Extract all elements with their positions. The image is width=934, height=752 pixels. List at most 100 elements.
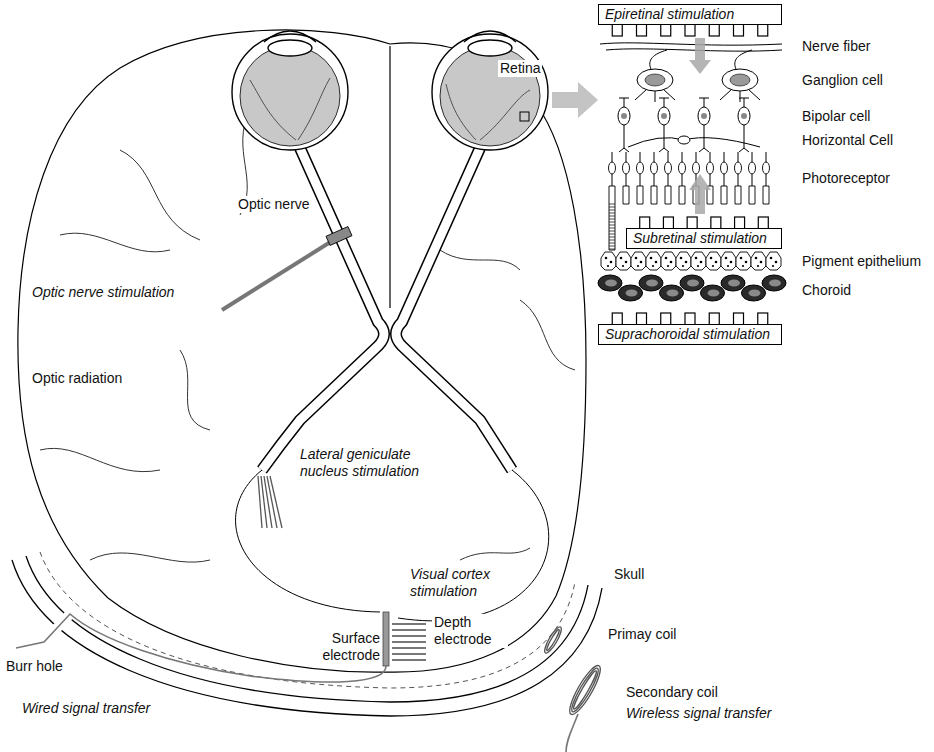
eyeball: [232, 34, 348, 150]
pigment-cell-shape: [755, 257, 758, 260]
depth-electrode: [392, 647, 426, 649]
choroid-vessel: [639, 275, 663, 291]
surface-electrode: [383, 612, 389, 666]
pigment-cell-shape: [601, 252, 616, 270]
photoreceptor-shape: [623, 162, 630, 174]
secondary-coil: [571, 669, 598, 710]
pigment-cell-shape: [685, 261, 688, 264]
part-label: Bipolar cell: [800, 108, 872, 125]
photoreceptor-shape: [637, 186, 643, 204]
part-label: Nerve fiber: [800, 38, 872, 55]
photoreceptor-shape: [707, 152, 714, 204]
bipolar-cell-shape: [698, 98, 710, 152]
electrode-tooth: [734, 24, 744, 36]
eyeball: [464, 31, 516, 42]
photoreceptor-shape: [609, 186, 615, 250]
photoreceptor-shape: [651, 186, 657, 204]
electrode-tooth: [685, 24, 695, 36]
choroid-vessel: [701, 285, 725, 301]
bipolar-cell-shape: [659, 98, 669, 152]
brain-outline: [18, 30, 586, 672]
node-text: Epiretinal stimulation: [605, 6, 775, 23]
ganglion-cell-shape: [720, 50, 760, 102]
pigment-cell-shape: [646, 252, 661, 270]
pigment-cell-shape: [712, 265, 714, 267]
part-label: Optic radiation: [30, 370, 124, 387]
pigment-cell-shape: [730, 261, 733, 264]
eyeball: [468, 40, 512, 56]
eyeball: [268, 40, 312, 56]
pigment-cell-shape: [682, 265, 684, 267]
pigment-cell-shape: [736, 252, 751, 270]
photoreceptor-shape: [651, 162, 658, 174]
bipolar-cell-shape: [741, 113, 747, 119]
brain-sulci: [440, 250, 520, 270]
choroid-vessel: [667, 290, 679, 297]
secondary-coil: [565, 662, 605, 717]
electrode-array: Suprachoroidal stimulation: [598, 324, 782, 345]
electrode-tooth: [637, 24, 647, 36]
photoreceptor-shape: [609, 216, 615, 217]
part-label: Skull: [612, 566, 646, 583]
electrode-array: Subretinal stimulation: [626, 228, 782, 249]
part-label: Photoreceptor: [800, 170, 892, 187]
part-label: Secondary coil: [624, 684, 720, 701]
pigment-cell-shape: [622, 265, 624, 267]
signal-wire: [16, 614, 386, 682]
bipolar-cell-shape: [699, 98, 709, 152]
brain-outline: [18, 30, 586, 672]
brain-sulci: [90, 553, 210, 562]
brain-sulci: [60, 233, 170, 252]
ganglion-cell-shape: [635, 50, 675, 102]
electrode-teeth: [612, 24, 768, 325]
photoreceptor-shape: [609, 204, 615, 205]
pigment-cell-shape: [680, 257, 683, 260]
pigment-cell-shape: [616, 252, 631, 270]
pigment-cell-shape: [751, 252, 766, 270]
photoreceptor-shape: [609, 222, 615, 223]
bipolar-cell-shape: [618, 98, 630, 152]
pigment-cell-shape: [652, 265, 654, 267]
choroid-vessel: [598, 275, 622, 291]
lgn-electrode: [258, 476, 282, 528]
pigment-cell-shape: [766, 252, 781, 270]
choroid-vessel: [605, 280, 617, 287]
part-label: Lateral geniculate nucleus stimulation: [298, 446, 444, 480]
pigment-cell-shape: [721, 252, 736, 270]
bipolar-cell-shape: [698, 107, 710, 125]
depth-electrode: [392, 659, 426, 661]
pigment-cell-shape: [706, 252, 721, 270]
nerve-fiber-line: [600, 43, 782, 45]
pigment-cell-shape: [650, 257, 653, 260]
node-text: Subretinal stimulation: [633, 230, 775, 247]
pigment-cell-shape: [757, 265, 759, 267]
pigment-cell-shape: [742, 265, 744, 267]
photoreceptor-shape: [637, 152, 644, 204]
stimulation-lead: [222, 241, 332, 310]
choroid-vessel: [701, 285, 725, 301]
electrode-array: Epiretinal stimulation: [598, 4, 782, 25]
photoreceptor-shape: [609, 246, 615, 247]
skull: [12, 560, 602, 716]
pigment-cell-shape: [667, 265, 669, 267]
depth-electrode: [392, 624, 426, 660]
choroid-vessel: [721, 275, 745, 291]
photoreceptor-shape: [763, 162, 770, 174]
eyeball: [232, 31, 548, 150]
choroid-vessel: [762, 275, 786, 291]
nerve-cuff-electrode: [326, 227, 352, 246]
ganglion-cell-shape: [730, 74, 750, 86]
primary-coil: [542, 625, 564, 655]
pigment-cell-shape: [740, 257, 743, 260]
brain-sulci: [520, 300, 575, 370]
photoreceptor-shape: [609, 234, 615, 235]
photoreceptor-shape: [609, 162, 616, 174]
node-text: Suprachoroidal stimulation: [605, 326, 775, 343]
pigment-cell-shape: [640, 261, 643, 264]
pigment-cell-shape: [610, 261, 613, 264]
ganglion-cell-shape: [637, 69, 673, 91]
choroid-vessel: [626, 290, 638, 297]
photoreceptor-shape: [679, 162, 686, 174]
part-label: Burr hole: [4, 658, 65, 675]
pigment-cell-shape: [676, 252, 691, 270]
